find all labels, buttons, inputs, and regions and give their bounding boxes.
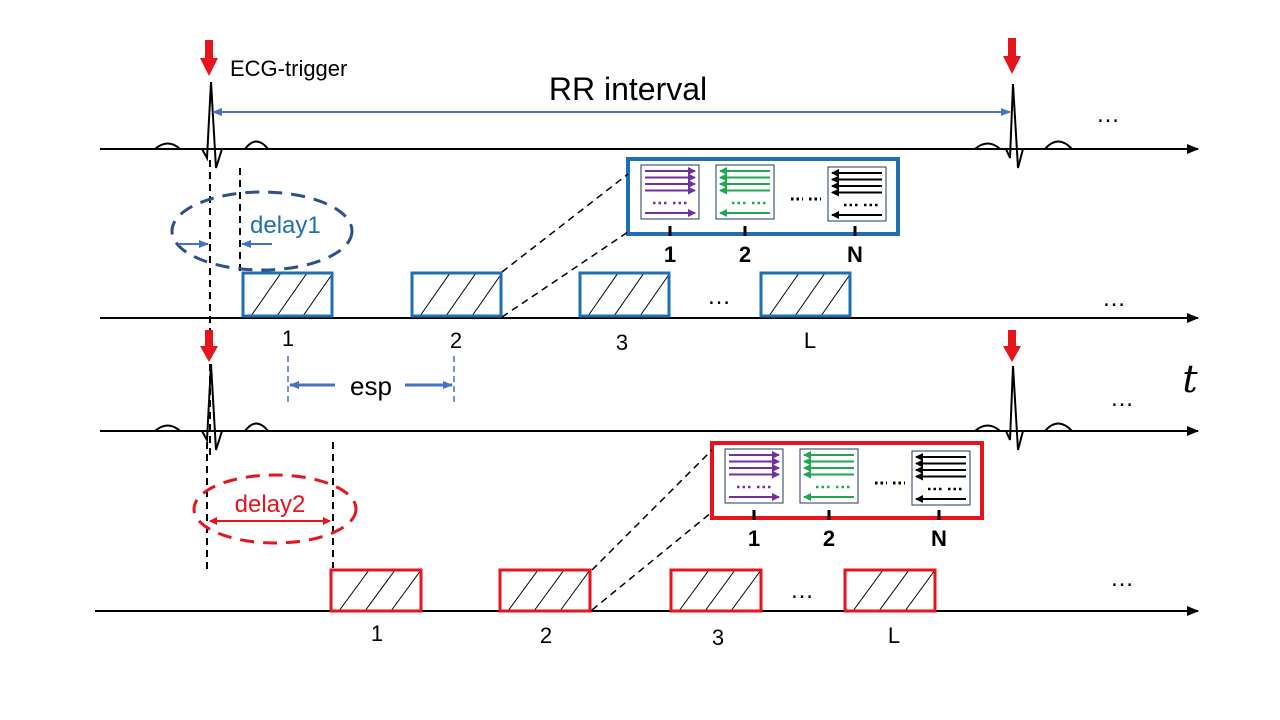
ecg-line-top — [100, 81, 1199, 169]
ecg-waveform-4 — [955, 365, 1100, 451]
inset-label-N: N — [931, 526, 947, 551]
zoom-guide-top-lower — [501, 231, 629, 318]
kspace-block-2: 2 — [799, 448, 859, 551]
shot-block-top-2 — [410, 271, 503, 318]
kspace-block-1: 1 — [640, 164, 700, 267]
shots-bottom — [329, 568, 937, 613]
delay1-label: delay1 — [250, 212, 321, 239]
shot-block-bottom-1 — [329, 568, 423, 613]
kspace-block-1: 1 — [724, 448, 784, 551]
inset-label-2: 2 — [823, 526, 835, 551]
kspace-block-N: N — [827, 166, 887, 267]
shot-label-bottom-3: 3 — [712, 625, 724, 650]
inset-label-N: N — [847, 242, 863, 267]
trigger-arrow-1 — [200, 40, 218, 76]
trigger-arrow-3 — [200, 330, 218, 362]
esp-annotation: esp — [287, 356, 455, 405]
ellipsis-top-ecg: … — [1096, 101, 1120, 128]
ellipsis-axis-bottom: … — [1110, 565, 1134, 592]
ecg-waveform-2 — [955, 83, 1100, 169]
ecg-waveform-3 — [130, 363, 295, 451]
esp-label: esp — [350, 371, 392, 401]
shot-block-top-4 — [759, 271, 852, 318]
rr-interval-label: RR interval — [549, 71, 707, 107]
delay2-label: delay2 — [235, 491, 306, 518]
shot-label-top-3: 3 — [616, 330, 628, 355]
zoom-guide-bottom-upper — [591, 449, 713, 571]
time-axis-label: t — [1182, 357, 1198, 401]
ecg-waveform-1 — [130, 81, 295, 169]
shot-block-top-1 — [241, 271, 334, 318]
shot-block-bottom-3 — [669, 568, 763, 613]
ellipsis-shots-bottom: … — [790, 577, 814, 604]
inset-top: 1 2 N — [626, 157, 900, 267]
shot-label-top-1: 1 — [282, 326, 294, 351]
ellipsis-bottom-ecg: … — [1110, 385, 1134, 412]
shots-top — [241, 271, 852, 318]
shot-label-top-2: 2 — [450, 328, 462, 353]
shot-label-bottom-2: 2 — [540, 623, 552, 648]
inset-label-2: 2 — [739, 242, 751, 267]
delay1-annotation: delay1 — [170, 160, 354, 460]
kspace-block-N: N — [911, 450, 971, 551]
zoom-guide-top-upper — [501, 173, 629, 273]
delay2-annotation: delay2 — [192, 442, 358, 570]
ecg-line-bottom — [100, 363, 1199, 451]
inset-bottom: 1 2 N — [710, 441, 984, 551]
shot-label-top-L: L — [804, 328, 816, 353]
shot-block-bottom-2 — [498, 568, 592, 613]
ellipsis-axis-top: … — [1102, 285, 1126, 312]
trigger-arrow-2 — [1003, 38, 1021, 74]
zoom-guide-bottom-lower — [591, 511, 713, 611]
shot-block-bottom-4 — [843, 568, 937, 613]
inset-label-1: 1 — [664, 242, 676, 267]
shot-label-bottom-L: L — [888, 623, 900, 648]
trigger-arrow-4 — [1003, 330, 1021, 362]
ecg-trigger-label: ECG-trigger — [230, 56, 347, 81]
ellipsis-shots-top: … — [707, 283, 731, 310]
kspace-block-2: 2 — [715, 164, 775, 267]
shot-label-bottom-1: 1 — [371, 621, 383, 646]
shot-block-top-3 — [578, 271, 671, 318]
inset-label-1: 1 — [748, 526, 760, 551]
